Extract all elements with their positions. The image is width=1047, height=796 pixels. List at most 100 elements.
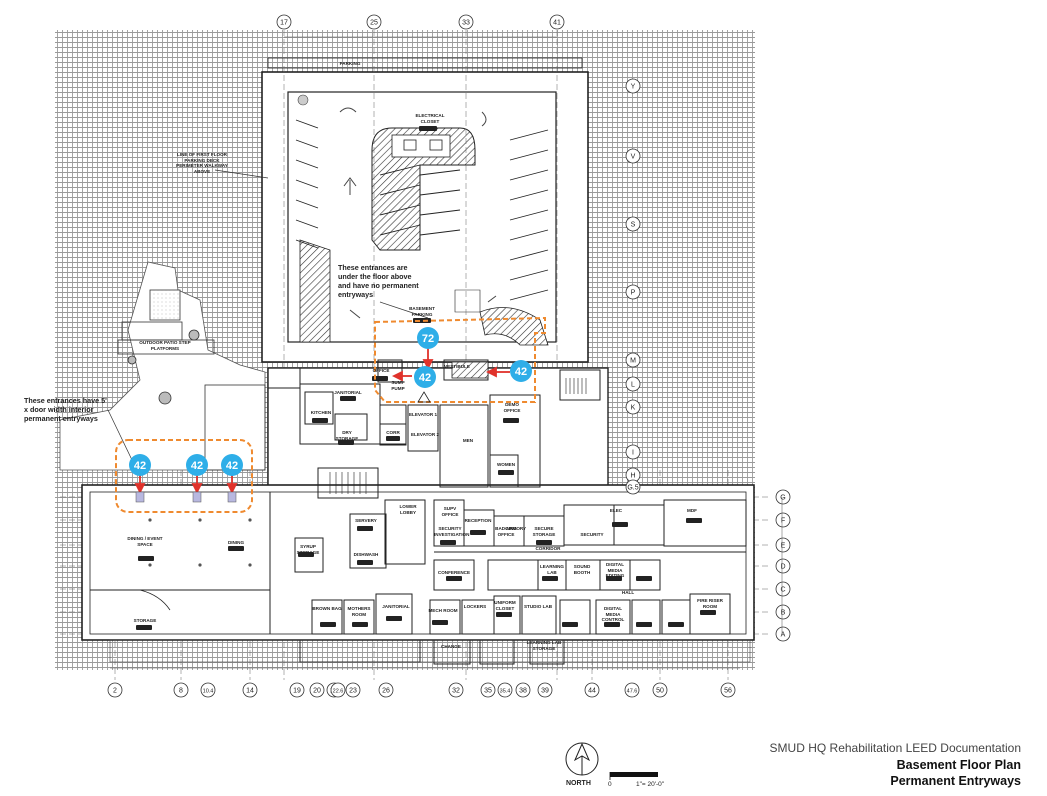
north-label: NORTH (566, 780, 591, 787)
grid-bubble: 41 (549, 14, 565, 30)
grid-bubble: Y (625, 78, 641, 94)
grid-bubbles-top: 17 25 33 41 (276, 14, 565, 30)
room-label: VESTIBULE (444, 364, 470, 369)
room-label: BASEMENT PARKING (409, 306, 435, 317)
patio-area (59, 261, 266, 471)
grid-bubble-label: I (632, 450, 634, 457)
room-label: OUTDOOR PATIO STEP PLATFORMS (139, 340, 191, 351)
marker-42-label: 42 (515, 366, 527, 378)
grid-bubble-label: 8 (179, 688, 183, 695)
marker-42-east: 42 (510, 360, 532, 382)
grid-bubble: 17 (276, 14, 292, 30)
grid-bubble: G.5 (625, 479, 641, 495)
grid-bubble-label: B (781, 610, 786, 617)
room-label: STUDIO LAB (523, 604, 553, 609)
grid-bubble-label: 35 (484, 688, 492, 695)
marker-42-vestibule: 42 (414, 366, 436, 388)
marker-42-label: 42 (191, 460, 203, 472)
scale-text: 1"= 20'-0" (636, 781, 665, 788)
marker-42-label: 42 (419, 372, 431, 384)
room-label: DIGITAL MEDIA CONTROL (601, 606, 625, 622)
sheet-title: Basement Floor Plan (896, 758, 1021, 772)
grid-bubble-label: G.5 (627, 485, 638, 492)
grid-bubble: G (775, 489, 791, 505)
grid-bubble-label: Y (631, 84, 636, 91)
building-footprint (81, 359, 755, 665)
room-label: STORAGE (133, 618, 157, 623)
room-label: LEARNING LAB (540, 564, 564, 575)
grid-bubble: L (625, 376, 641, 392)
markers: 72 42 42 42 42 42 (129, 327, 532, 476)
grid-bubble: 8 (173, 682, 189, 698)
room-tags (136, 126, 716, 630)
grid-bubble: 26 (378, 682, 394, 698)
marker-72: 72 (417, 327, 439, 349)
grid-bubble: 47.6 (624, 682, 640, 698)
room-label: ELECTRICAL CLOSET (415, 113, 445, 124)
grid-bubble-label: E (781, 543, 786, 550)
room-label: ARMORY (505, 526, 527, 531)
grid-bubble-label: F (781, 518, 785, 525)
room-label: LINE OF FIRST FLOOR PARKING DECK PERIMET… (176, 152, 228, 174)
room-label: MECH ROOM (428, 608, 458, 613)
room-label: DISHWASH (353, 552, 379, 557)
grid-bubble: 20 (309, 682, 325, 698)
project-title: SMUD HQ Rehabilitation LEED Documentatio… (769, 741, 1021, 755)
room-label: HALL (621, 590, 635, 595)
room-label: JANITORIAL (334, 390, 362, 395)
room-label: DIGITAL MEDIA EDITING (605, 562, 625, 578)
entrance-highlights (115, 316, 546, 513)
room-label: CHANGE (441, 644, 461, 649)
room-label: CORR STAIR (386, 430, 400, 441)
grid-bubble: 50 (652, 682, 668, 698)
marker-42-west-1: 42 (129, 454, 151, 476)
room-label: MDF (687, 508, 697, 513)
warning-icon (417, 391, 431, 403)
grid-bubble: C (775, 581, 791, 597)
room-label: CONFERENCE (437, 570, 471, 575)
room-label: UNIFORM CLOSET (494, 600, 516, 611)
grid-bubble-label: 23 (349, 688, 357, 695)
room-label: SECURITY (580, 532, 604, 537)
room-label: DEMO OFFICE (503, 402, 521, 413)
grid-bubble: 39 (537, 682, 553, 698)
grid-bubble-label: S (631, 222, 636, 229)
room-label: SUMP PUMP (391, 380, 405, 391)
room-label: SYRUP STORAGE (296, 544, 320, 555)
note-left-entrances: These entrances have 5' x door width int… (24, 396, 107, 423)
grid-bubble: 2 (107, 682, 123, 698)
dimension-lines (110, 36, 783, 669)
parking-structure (261, 57, 589, 363)
grid-bubble-label: 47.6 (627, 689, 638, 695)
grid-bubble: D (775, 558, 791, 574)
room-label: LOCKERS (463, 604, 487, 609)
grid-bubble: 35.4 (497, 682, 513, 698)
north-arrow-icon (565, 742, 599, 776)
marker-42-west-2: 42 (186, 454, 208, 476)
grid-bubble: 33 (458, 14, 474, 30)
grid-bubble-label: 2 (113, 688, 117, 695)
grid-bubble-label: 38 (519, 688, 527, 695)
room-label: OFFICE (372, 368, 390, 373)
door-swatches (135, 491, 237, 503)
grid-bubble: 14 (242, 682, 258, 698)
room-label: SOUND BOOTH (573, 564, 591, 575)
grid-bubble-label: 17 (280, 20, 288, 27)
grid-bubble: 25 (366, 14, 382, 30)
grid-bubble: E (775, 537, 791, 553)
room-label: ELEVATOR 1 (408, 412, 438, 417)
grid-bubble-label: H (630, 473, 635, 480)
room-label: SERVERY (355, 518, 377, 523)
grid-bubble-label: V (631, 154, 636, 161)
grid-bubble-label: 41 (553, 20, 561, 27)
grid-bubble: I (625, 444, 641, 460)
scale-bar (609, 772, 658, 780)
grid-bubble-label: 19 (293, 688, 301, 695)
grid-bubble: V (625, 148, 641, 164)
room-label: LEARNING LAB STORAGE (526, 640, 562, 651)
grid-bubble-label: 14 (246, 688, 254, 695)
room-label: JANITORIAL (382, 604, 410, 609)
